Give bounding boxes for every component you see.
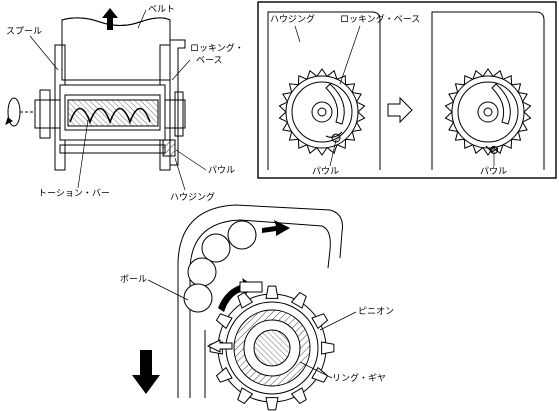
ball <box>201 233 231 263</box>
pinion-tooth <box>290 387 307 405</box>
inset-locking-detail <box>257 1 557 179</box>
pretensioner-diagram <box>132 204 343 411</box>
label-pawl: パウル <box>208 165 235 176</box>
pinion-tooth <box>265 285 279 299</box>
inset-label-housing: ハウジング <box>270 13 315 25</box>
label-torsion-bar: トーション・バー <box>38 188 110 199</box>
label-ball: ボール <box>120 274 147 285</box>
pawl-block <box>162 139 176 157</box>
pinion-tooth <box>215 313 233 330</box>
down-arrow <box>132 350 160 394</box>
pinion-tooth <box>311 366 329 383</box>
label-locking-base-line2: ベース <box>196 56 223 66</box>
retractor-cross-section <box>5 8 186 171</box>
retractor-labels: ベルト スプール ロッキング・ ベース トーション・バー パウル ハウジング <box>6 5 244 203</box>
pinion-tooth <box>215 366 233 383</box>
belt-strip <box>61 17 171 81</box>
inset-label-pawl-right: パウル <box>480 166 507 177</box>
inset-frame <box>257 1 557 179</box>
label-spool: スプール <box>6 26 42 37</box>
ball <box>187 257 217 287</box>
pinion-tooth <box>265 397 279 411</box>
belt-up-arrow <box>102 8 118 30</box>
label-housing: ハウジング <box>170 191 215 203</box>
inset-label-pawl-left: パウル <box>312 166 339 177</box>
pinion-gear <box>209 285 335 411</box>
torsion-bar-coil <box>69 107 151 125</box>
inset-gear-left <box>278 68 366 156</box>
pinion-tooth <box>237 387 254 405</box>
belt-pull-arrow <box>206 339 233 353</box>
pretensioner-labels: ボール ピニオン リング・ギヤ <box>120 274 394 384</box>
inset-gear-right <box>444 68 532 156</box>
label-locking-base-line1: ロッキング・ <box>190 42 244 54</box>
ball <box>227 220 257 250</box>
ball-tube-inner <box>189 219 331 398</box>
ball-motion-arrow <box>262 220 290 236</box>
pinion-tooth <box>311 313 329 330</box>
inset-label-locking-base: ロッキング・ベース <box>340 13 420 25</box>
label-belt: ベルト <box>148 5 175 15</box>
ball <box>183 283 213 313</box>
label-ring-gear: リング・ギヤ <box>332 372 386 384</box>
inset-transition-arrow <box>387 96 413 124</box>
label-pinion: ピニオン <box>358 306 394 317</box>
pinion-tooth <box>321 341 335 355</box>
pinion-tooth <box>290 291 307 309</box>
ball-tube-outer <box>177 204 343 398</box>
inset-labels: ハウジング ロッキング・ベース パウル パウル <box>270 13 507 177</box>
